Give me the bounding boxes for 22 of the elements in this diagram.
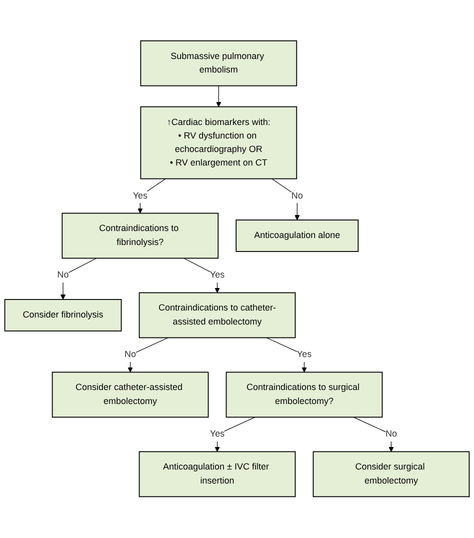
edge-label: No <box>385 429 397 440</box>
node-box: ↑Cardiac biomarkers with: • RV dysfunction on echocardiography OR • RV enlargement on CT <box>140 106 298 180</box>
edge-label: No <box>57 270 69 280</box>
node-box: Consider catheter-assisted embolectomy <box>52 372 209 418</box>
arrow <box>353 417 394 452</box>
arrow <box>216 86 222 108</box>
node-box: Contraindications to catheter-assisted embolectomy <box>138 292 296 338</box>
arrow <box>60 258 97 300</box>
node-box: Anticoagulation alone <box>236 220 359 252</box>
node-box: Consider surgical embolectomy <box>312 452 470 498</box>
edge-label: No <box>124 350 136 360</box>
arrow <box>128 338 168 373</box>
edge-label: No <box>291 190 303 201</box>
node-box: Consider fibrinolysis <box>4 299 122 332</box>
node-box: Anticoagulation ± IVC filter insertion <box>138 452 296 498</box>
edge-label: Yes <box>296 350 312 360</box>
edge-label: Yes <box>210 429 225 440</box>
edge-label: Yes <box>132 190 148 201</box>
node-box: Contraindications to surgical embolectomy? <box>226 372 383 418</box>
node-box: Submassive pulmonary embolism <box>140 40 298 86</box>
node-box: Contraindications to fibrinolysis? <box>62 213 219 259</box>
edge-label: Yes <box>210 270 225 280</box>
